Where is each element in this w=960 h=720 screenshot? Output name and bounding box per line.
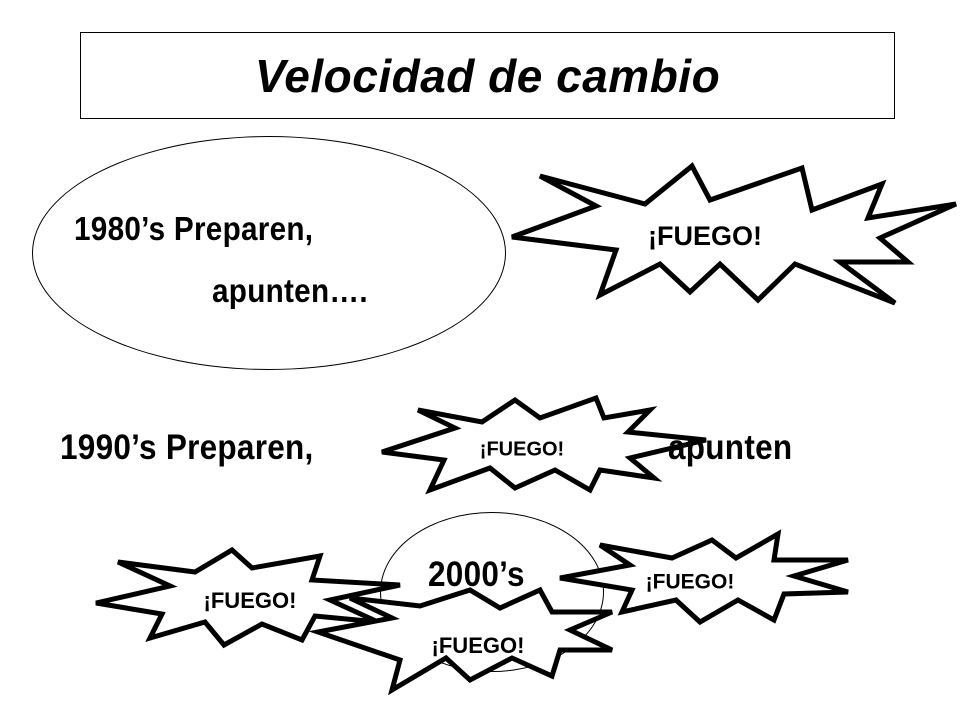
title-box: Velocidad de cambio (80, 32, 895, 119)
label-1990s-right: apunten (668, 428, 793, 467)
ellipse-2000s (380, 512, 604, 672)
label-1990s-left: 1990’s Preparen, (60, 428, 314, 467)
label-1980s-line1: 1980’s Preparen, (74, 210, 314, 247)
label-2000s: 2000’s (428, 555, 525, 594)
burst-2000s-right-label: ¡FUEGO! (646, 571, 735, 594)
burst-1980s-label: ¡FUEGO! (648, 221, 762, 251)
burst-2000s-bottom-label: ¡FUEGO! (432, 633, 525, 658)
ellipse-1980s (32, 136, 506, 370)
slide-title: Velocidad de cambio (254, 49, 721, 102)
burst-2000s-left-label: ¡FUEGO! (204, 588, 297, 613)
burst-1990s-label: ¡FUEGO! (480, 438, 564, 460)
label-1980s-line2: apunten…. (212, 272, 368, 309)
